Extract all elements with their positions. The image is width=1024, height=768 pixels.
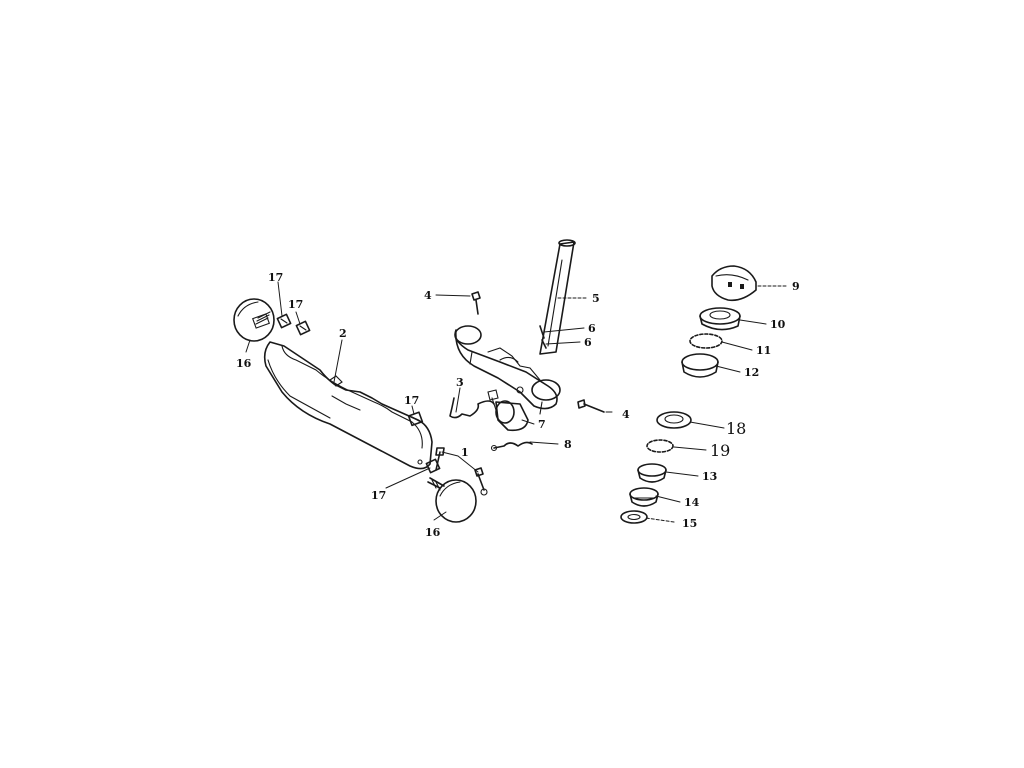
locknut — [699, 307, 741, 331]
callout-17-a: 17 — [268, 271, 283, 284]
stem-bolt-b — [541, 339, 547, 349]
ball-race-19 — [646, 439, 674, 453]
stem-bolt-a — [539, 325, 545, 339]
callout-15: 15 — [682, 517, 697, 530]
leader-lines — [245, 281, 787, 523]
callout-11: 11 — [756, 344, 771, 357]
callout-4-b: 4 — [622, 408, 630, 421]
callout-4-a: 4 — [424, 289, 432, 302]
callout-9: 9 — [792, 280, 800, 293]
fork-cover-bracket — [263, 341, 433, 470]
callout-16-b: 16 — [425, 526, 441, 539]
callout-5: 5 — [592, 292, 600, 305]
callout-3: 3 — [456, 376, 464, 389]
callout-17-c: 17 — [404, 394, 419, 407]
nut-upper-b — [295, 320, 311, 336]
callout-6-a: 6 — [588, 322, 596, 335]
callout-19: 19 — [710, 441, 730, 460]
cup-race-13 — [637, 463, 667, 483]
pinch-bolt-upper — [471, 291, 481, 315]
lock-cylinder — [487, 389, 529, 432]
callout-8: 8 — [564, 438, 572, 451]
steering-stem-and-clamp — [454, 239, 576, 415]
turn-signal-lamp-upper — [233, 298, 275, 342]
dust-seal-15 — [620, 510, 648, 524]
spring-clip — [449, 397, 495, 419]
bolt-pair — [435, 447, 488, 496]
callout-13: 13 — [702, 470, 717, 483]
ball-race-upper — [689, 333, 723, 349]
callout-16-a: 16 — [236, 357, 252, 370]
nut-middle — [407, 411, 424, 427]
top-nut — [711, 265, 757, 302]
callout-7: 7 — [538, 418, 546, 431]
callout-6-b: 6 — [584, 336, 592, 349]
callout-10: 10 — [770, 318, 786, 331]
nut-upper-a — [276, 313, 292, 329]
pinch-bolt-right — [577, 399, 605, 413]
callout-1: 1 — [461, 446, 469, 459]
cone-race-14 — [629, 487, 659, 507]
washer-18 — [656, 411, 692, 429]
callout-14: 14 — [684, 496, 700, 509]
callout-labels: 17 17 16 2 17 17 16 1 3 4 4 5 6 6 7 8 9 … — [236, 271, 800, 539]
callout-17-d: 17 — [371, 489, 386, 502]
callout-17-b: 17 — [288, 298, 303, 311]
callout-18: 18 — [726, 419, 746, 438]
turn-signal-lamp-lower — [427, 477, 477, 523]
return-spring — [490, 441, 533, 452]
callout-12: 12 — [744, 366, 759, 379]
callout-2: 2 — [339, 327, 347, 340]
cone-race-upper — [681, 353, 719, 378]
